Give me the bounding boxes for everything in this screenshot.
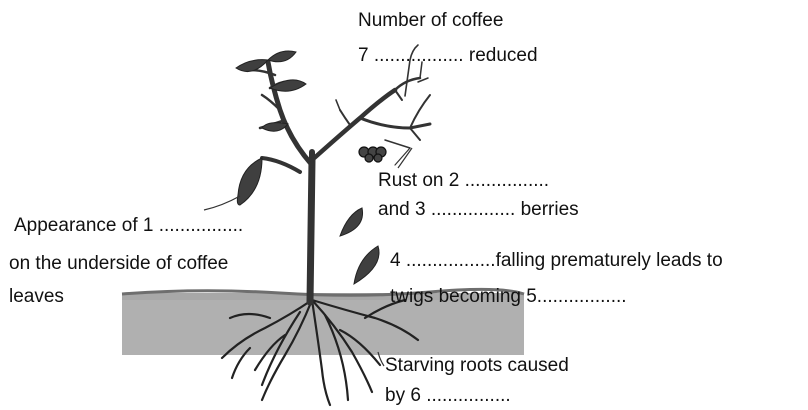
label-top-line1: Number of coffee — [358, 9, 503, 33]
label-roots-line1: Starving roots caused — [385, 354, 569, 378]
label-right-line1: 4 .................falling prematurely l… — [390, 249, 723, 273]
label-left-line2: on the underside of coffee — [9, 252, 228, 276]
label-roots-line2: by 6 ................ — [385, 384, 511, 408]
label-right-line2: twigs becoming 5................. — [390, 285, 627, 309]
label-rust-line1: Rust on 2 ................ — [378, 169, 549, 193]
label-left-line1: Appearance of 1 ................ — [14, 214, 243, 238]
label-top-line2: 7 ................. reduced — [358, 44, 538, 68]
berries-icon — [359, 147, 386, 162]
label-rust-line2: and 3 ................ berries — [378, 198, 579, 222]
label-left-line3: leaves — [9, 285, 64, 309]
